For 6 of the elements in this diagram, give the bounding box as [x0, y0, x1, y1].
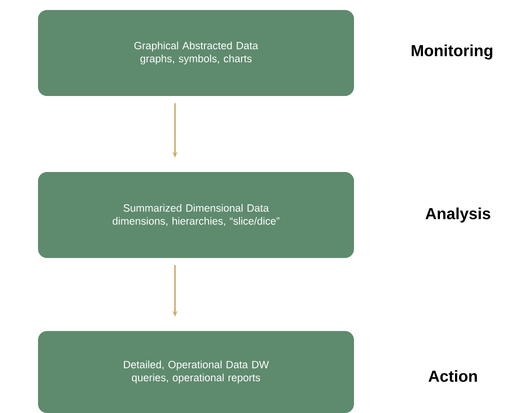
stage-label: Action: [428, 370, 477, 382]
process-box: Detailed, Operational Data DW queries, operational reports: [38, 331, 354, 413]
stage-label: Analysis: [426, 208, 490, 222]
process-box: Graphical Abstracted Data graphs, symbols, charts: [38, 10, 354, 96]
process-box: Summarized Dimensional Data dimensions, hierarchies, “slice/dice”: [38, 172, 354, 258]
stage-label: Monitoring: [412, 44, 492, 60]
